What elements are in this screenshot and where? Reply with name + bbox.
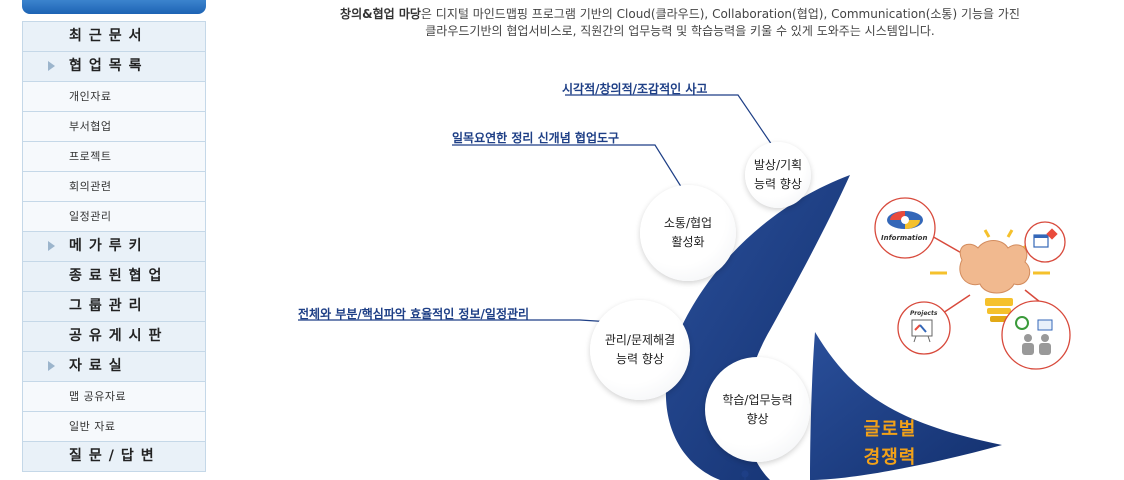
sidebar-item-3[interactable]: 부서협업 <box>23 112 205 142</box>
bulb-base <box>985 298 1013 306</box>
sidebar-item-label: 프로젝트 <box>69 150 112 163</box>
sidebar-item-6[interactable]: 일정관리 <box>23 202 205 232</box>
sidebar-item-label: 공유게시판 <box>69 328 169 344</box>
sidebar-header-tab[interactable] <box>22 0 206 14</box>
sidebar-item-label: 개인자료 <box>69 90 112 103</box>
people-circle <box>1001 300 1071 370</box>
sidebar-item-label: 맵 공유자료 <box>69 390 127 403</box>
sidebar-item-5[interactable]: 회의관련 <box>23 172 205 202</box>
sidebar-item-8[interactable]: 종료된협업 <box>23 262 205 292</box>
sidebar-item-0[interactable]: 최근문서 <box>23 22 205 52</box>
sidebar-item-label: 메가루키 <box>69 238 149 254</box>
sidebar-item-13[interactable]: 일반 자료 <box>23 412 205 442</box>
expand-arrow-icon <box>48 361 55 371</box>
sidebar-item-7[interactable]: 메가루키 <box>23 232 205 262</box>
sidebar-item-label: 부서협업 <box>69 120 112 133</box>
expand-arrow-icon <box>48 241 55 251</box>
circle-idea-planning-label: 발상/기획 능력 향상 <box>753 158 803 191</box>
information-label: Information <box>881 234 928 242</box>
sidebar-item-14[interactable]: 질문/답변 <box>23 442 205 472</box>
circle-learning: 학습/업무능력 향상 <box>705 357 810 462</box>
callout-collab-tool: 일목요연한 정리 신개념 협업도구 <box>452 131 620 145</box>
circle-communication: 소통/협업 활성화 <box>640 185 736 281</box>
arrow-swoosh <box>810 332 1002 480</box>
sidebar-item-label: 일정관리 <box>69 210 112 223</box>
intro-brand: 창의&협업 마당 <box>340 7 421 21</box>
circle-communication-label: 소통/협업 활성화 <box>663 216 713 249</box>
callout-creative-thinking: 시각적/창의적/조감적인 사고 <box>562 82 708 96</box>
sidebar-item-label: 그룹관리 <box>69 298 149 314</box>
intro-line-1: 창의&협업 마당은 디지털 마인드맵핑 프로그램 기반의 Cloud(클라우드)… <box>300 6 1060 23</box>
sidebar-item-12[interactable]: 맵 공유자료 <box>23 382 205 412</box>
callout-line-1 <box>565 94 773 146</box>
sidebar-item-9[interactable]: 그룹관리 <box>23 292 205 322</box>
sidebar-item-11[interactable]: 자료실 <box>23 352 205 382</box>
intro-line-2: 클라우드기반의 협업서비스로, 직원간의 업무능력 및 학습능력을 키울 수 있… <box>425 24 935 38</box>
sidebar-item-label: 질문/답변 <box>69 448 161 464</box>
brain-shape <box>959 240 1031 294</box>
global-line-1: 글로벌 <box>863 419 917 440</box>
circle-management-label: 관리/문제해결 능력 향상 <box>604 333 676 366</box>
sidebar-item-label: 일반 자료 <box>69 420 116 433</box>
expand-arrow-icon <box>48 61 55 71</box>
projects-label: Projects <box>910 310 938 317</box>
callout-info-management: 전체와 부분/핵심파악 효율적인 정보/일정관리 <box>298 307 530 321</box>
global-line-2: 경쟁력 <box>863 447 917 468</box>
sidebar-item-label: 회의관련 <box>69 180 112 193</box>
sidebar-item-label: 자료실 <box>69 358 129 374</box>
sidebar-item-label: 종료된협업 <box>69 268 169 284</box>
sidebar-item-10[interactable]: 공유게시판 <box>23 322 205 352</box>
intro-line-1-text: 은 디지털 마인드맵핑 프로그램 기반의 Cloud(클라우드), Collab… <box>420 7 1020 21</box>
circle-idea-planning: 발상/기획 능력 향상 <box>745 142 811 208</box>
sidebar-item-4[interactable]: 프로젝트 <box>23 142 205 172</box>
sidebar-item-2[interactable]: 개인자료 <box>23 82 205 112</box>
sidebar-item-1[interactable]: 협업목록 <box>23 52 205 82</box>
info-cluster <box>874 197 1071 370</box>
global-competitiveness: 글로벌 경쟁력 <box>850 416 930 472</box>
circle-management: 관리/문제해결 능력 향상 <box>590 300 690 400</box>
callout-line-2 <box>452 144 686 194</box>
intro-text: 창의&협업 마당은 디지털 마인드맵핑 프로그램 기반의 Cloud(클라우드)… <box>300 6 1060 40</box>
circle-learning-label: 학습/업무능력 향상 <box>722 392 793 426</box>
sidebar-item-label: 최근문서 <box>69 28 149 44</box>
concept-diagram: 시각적/창의적/조감적인 사고 일목요연한 정리 신개념 협업도구 전체와 부분… <box>250 70 1124 480</box>
sidebar-item-label: 협업목록 <box>69 58 149 74</box>
callout-dot-4 <box>741 470 749 478</box>
